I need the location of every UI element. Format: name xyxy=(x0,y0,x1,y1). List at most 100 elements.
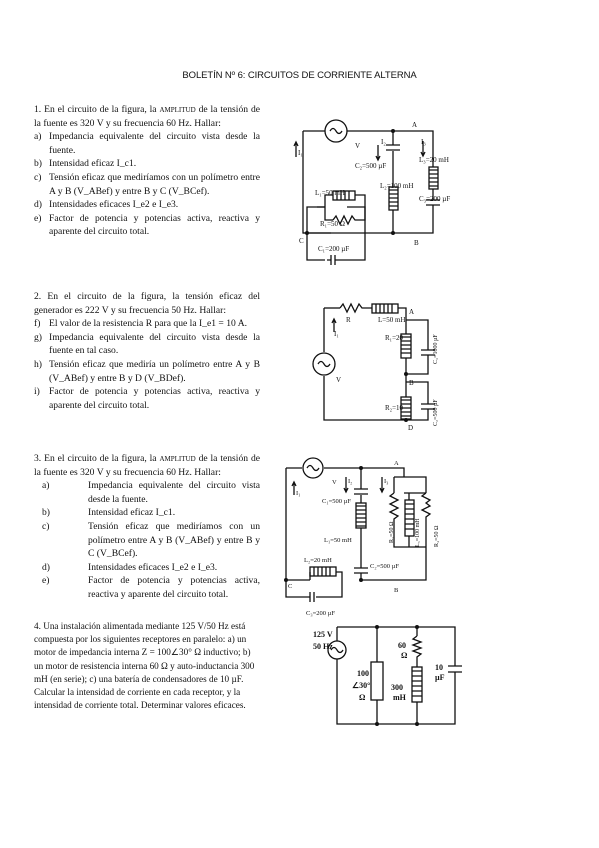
label-r10: R₂=10 xyxy=(385,404,404,412)
inductor-300-icon xyxy=(411,666,423,703)
label-z-mag: 100 xyxy=(357,669,369,678)
inductor-l3-icon xyxy=(428,166,439,190)
current-arrow-icon xyxy=(343,477,349,494)
list-item: e)Factor de potencia y potencias activa,… xyxy=(34,212,260,239)
sine-icon xyxy=(306,464,320,472)
wire xyxy=(393,189,440,234)
label-c2: C₂=500 µF xyxy=(433,399,439,426)
label-l300-unit: mH xyxy=(393,693,407,702)
list-item: h) Tensión eficaz que mediría un polímetr… xyxy=(34,358,260,385)
label-i3: I₃ xyxy=(384,478,388,485)
label-l300: 300 xyxy=(391,683,403,692)
item-text: Intensidad eficaz I_c1. xyxy=(88,507,176,519)
resistor-r1-icon xyxy=(332,207,366,226)
label-c1: C₁=1000 µF xyxy=(433,334,439,364)
circuit-figure-1: I₁ V I₂ I₃ A B C C₂=500 µF L₂=100 mH L₃=… xyxy=(293,115,455,280)
list-item: a) Impedancia equivalente del circuito vi… xyxy=(34,130,260,157)
capacitor-c1-icon xyxy=(330,255,336,265)
item-text: Tensión eficaz que mediría un polímetro … xyxy=(49,358,260,384)
label-source-frequency: 50 Hz xyxy=(313,642,333,651)
current-arrow-icon xyxy=(379,477,385,494)
inductor-l-icon xyxy=(371,303,399,314)
item-label: f) xyxy=(34,318,41,330)
problem-2: 2. En el circuito de la figura, la tensi… xyxy=(34,290,260,412)
item-label: d) xyxy=(42,561,50,573)
problem-3-stem-end: de la tensión de la fuente es 320 V y su… xyxy=(34,453,261,478)
problem-4-text: 4. Una instalación alimentada mediante 1… xyxy=(34,621,255,711)
item-text: Impedancia equivalente del circuito vist… xyxy=(88,480,260,505)
label-a: A xyxy=(394,460,399,467)
problem-3-stem-start: 3. En el circuito de la figura, la xyxy=(34,453,157,464)
circuit-2-svg: R L=50 mH A B D I₁ V R₁=20 R₂=10 C₁=1000… xyxy=(312,302,439,432)
item-label: e) xyxy=(42,575,50,587)
label-r1: R₁=50 Ω xyxy=(320,220,345,228)
item-text: Impedancia equivalente del circuito vist… xyxy=(49,131,260,156)
inductor-l3-icon xyxy=(404,499,415,537)
wire xyxy=(286,467,405,477)
item-label: i) xyxy=(34,386,40,398)
problem-3-amplitude: amplitud xyxy=(159,453,196,464)
circuit-4-svg: 125 V 50 Hz 60 Ω 100 ∠30° Ω 300 mH 10 µF xyxy=(313,625,462,726)
resistor-r4-icon xyxy=(420,492,432,553)
item-label: h) xyxy=(34,358,42,370)
list-item: c)Tensión eficaz que mediríamos con un p… xyxy=(34,171,260,198)
list-item: b) Intensidad eficaz I_c1. xyxy=(34,157,260,171)
label-b: B xyxy=(394,587,399,594)
inductor-l1-icon xyxy=(355,502,367,529)
inductor-l2-icon xyxy=(388,186,399,211)
inductor-l2-icon xyxy=(309,566,337,577)
label-c1: C₁=200 µF xyxy=(318,245,349,253)
label-c2: C₂=500 µF xyxy=(370,563,399,570)
label-i3: I₃ xyxy=(421,138,426,146)
item-label: b) xyxy=(42,507,50,519)
list-item: c)Tensión eficaz que mediríamos con un p… xyxy=(42,520,260,561)
item-label: a) xyxy=(34,131,42,143)
label-c2: C₂=500 µF xyxy=(355,162,386,170)
list-item: f) El valor de la resistencia R para que … xyxy=(34,317,260,331)
item-label: a) xyxy=(42,480,50,492)
item-text: Factor de potencia y potencias activa, r… xyxy=(49,386,260,411)
item-label: d) xyxy=(34,199,42,211)
ac-source-icon xyxy=(327,640,347,660)
label-l: L=50 mH xyxy=(378,316,405,324)
item-label: c) xyxy=(34,171,42,183)
item-label: b) xyxy=(34,158,42,170)
problem-1-amplitude: amplitud xyxy=(159,104,196,115)
label-i1: I₁ xyxy=(296,490,300,497)
capacitor-icon xyxy=(448,665,462,673)
label-i1: I₁ xyxy=(334,330,339,338)
capacitor-c2-icon xyxy=(421,403,435,410)
circuit-figure-3: I₁ V I₂ I₃ A B C C₁=500 µF L₁=50 mH L₂=2… xyxy=(282,455,452,620)
item-text: Intensidades eficaces I_e2 e I_e3. xyxy=(49,199,179,211)
label-i1: I₁ xyxy=(298,149,303,157)
sine-icon xyxy=(329,127,343,135)
label-i2: I₂ xyxy=(381,138,386,146)
problem-1: 1. En el circuito de la figura, la ampli… xyxy=(34,103,260,239)
label-c: C xyxy=(288,583,292,590)
capacitor-c3-icon xyxy=(309,592,315,602)
sine-icon xyxy=(317,360,331,368)
wire xyxy=(406,381,429,421)
item-text: El valor de la resistencia R para que la… xyxy=(49,318,248,330)
list-item: d)Intensidades eficaces I_e2 e I_e3. xyxy=(42,561,260,575)
capacitor-c1-icon xyxy=(354,488,368,495)
label-c3: C₃=200 µF xyxy=(419,195,450,203)
list-item: d) Intensidades eficaces I_e2 e I_e3. xyxy=(34,198,260,212)
circuit-figure-2: R L=50 mH A B D I₁ V R₁=20 R₂=10 C₁=1000… xyxy=(310,292,440,437)
problem-3-stem: 3. En el circuito de la figura, la ampli… xyxy=(34,452,260,479)
item-text: Intensidad eficaz I_c1. xyxy=(49,158,137,170)
impedance-icon xyxy=(370,661,384,701)
page-title: BOLETÍN Nº 6: CIRCUITOS DE CORRIENTE ALT… xyxy=(182,70,417,81)
list-item: a) Impedancia equivalente del circuito vi… xyxy=(42,479,260,506)
label-c10: 10 xyxy=(435,663,443,672)
label-r3: R₃=50 Ω xyxy=(389,521,395,543)
label-r60-unit: Ω xyxy=(401,651,408,660)
label-l3: L₃=100 mH xyxy=(415,518,421,547)
label-c: C xyxy=(299,237,304,245)
capacitor-c2-icon xyxy=(354,567,368,574)
problem-1-items: a) Impedancia equivalente del circuito vi… xyxy=(34,130,260,239)
problem-2-items: f) El valor de la resistencia R para que … xyxy=(34,317,260,412)
problem-1-stem-start: 1. En el circuito de la figura, la xyxy=(34,104,157,115)
problem-1-stem-end: de la tensión de la fuente es 320 V y su… xyxy=(34,104,261,129)
item-label: g) xyxy=(34,331,42,343)
